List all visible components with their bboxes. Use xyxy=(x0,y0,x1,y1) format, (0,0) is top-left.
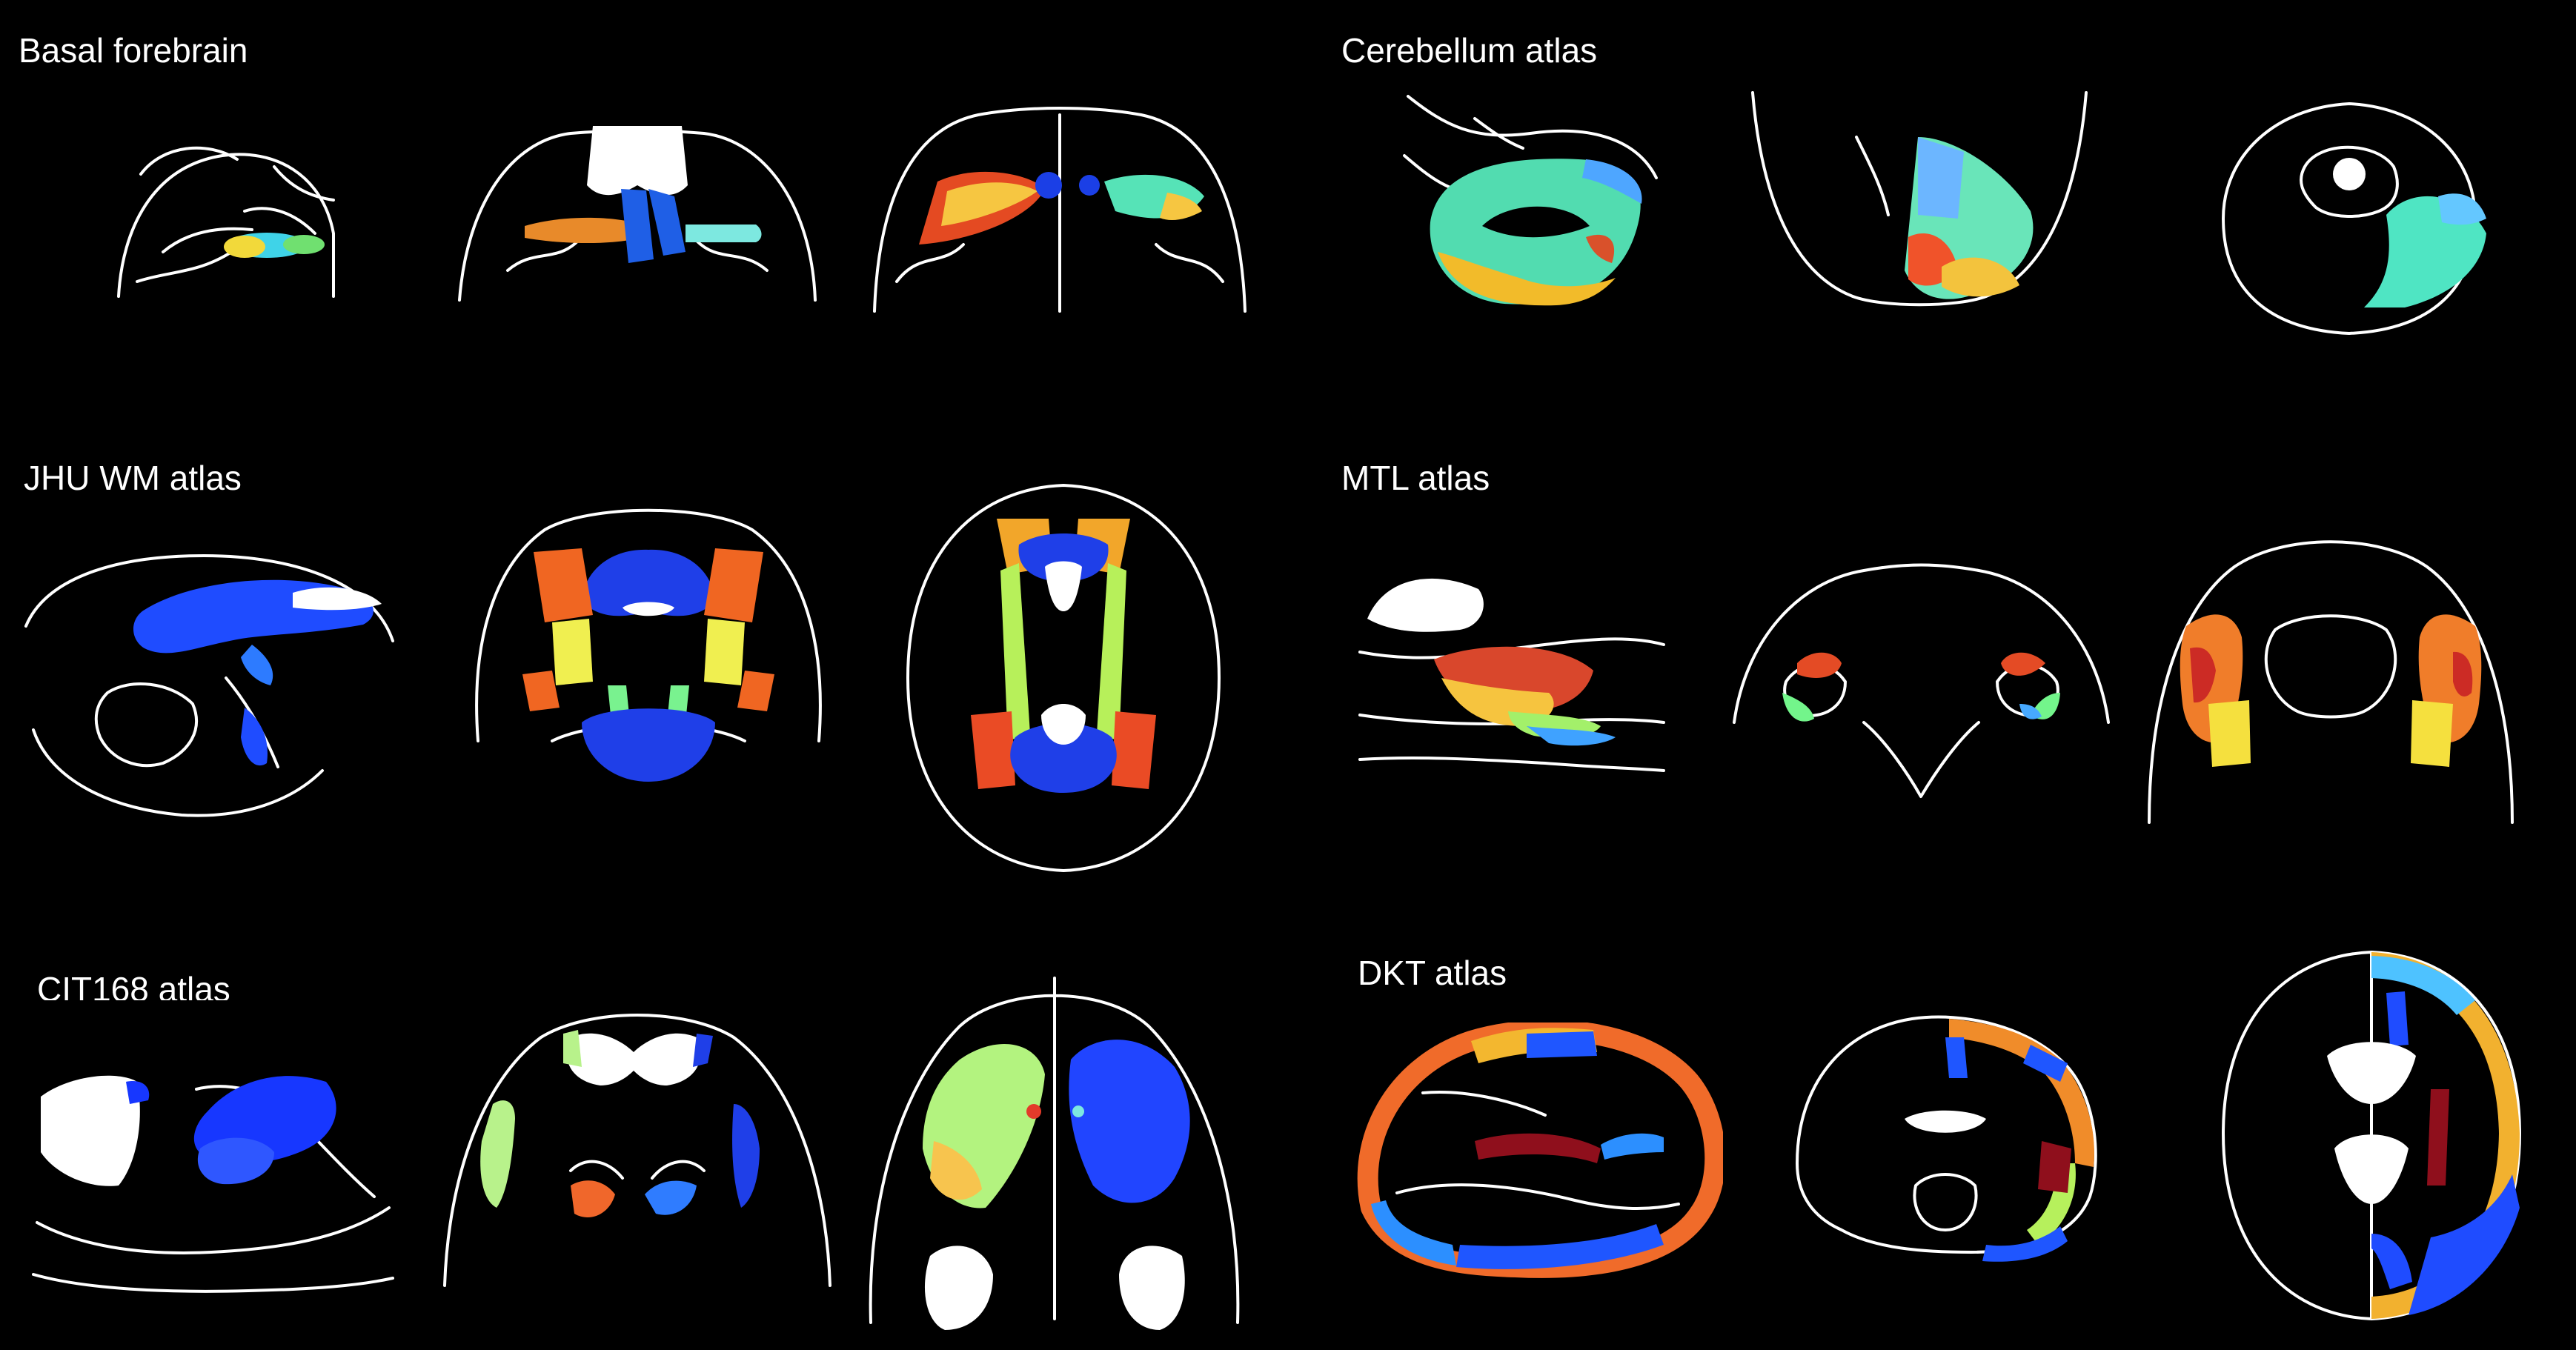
panel-title: DKT atlas xyxy=(1358,954,1507,992)
atlas-region xyxy=(480,1100,515,1208)
atlas-region xyxy=(2386,991,2409,1046)
atlas-region xyxy=(552,619,593,685)
atlas-region xyxy=(2001,652,2045,676)
mtl-axial-slice xyxy=(2138,519,2523,834)
atlas-region xyxy=(621,189,654,263)
atlas-region xyxy=(686,225,762,242)
atlas-region xyxy=(941,182,1038,226)
atlas-region xyxy=(283,235,325,254)
atlas-region xyxy=(2208,700,2251,767)
atlas-region xyxy=(2411,700,2453,767)
atlas-region xyxy=(126,1081,150,1104)
atlas-region xyxy=(704,548,763,622)
atlas-region xyxy=(737,671,774,711)
atlas-region xyxy=(522,671,560,711)
cit-sagittal-slice xyxy=(26,1000,396,1297)
atlas-region xyxy=(1097,563,1126,741)
panel-title: JHU WM atlas xyxy=(24,459,242,497)
dkt-sagittal-slice xyxy=(1352,1023,1723,1282)
jhu-sagittal-slice xyxy=(19,537,404,830)
atlas-region xyxy=(2019,704,2042,719)
atlas-region xyxy=(241,708,268,766)
atlas-region xyxy=(1945,1037,1968,1078)
atlas-region xyxy=(525,217,634,244)
cit-axial-slice xyxy=(856,963,1252,1334)
atlas-region xyxy=(1079,175,1100,196)
atlas-region xyxy=(1527,1031,1597,1058)
atlas-region xyxy=(2038,1141,2071,1193)
mtl-coronal-slice xyxy=(1727,552,2116,800)
atlas-region xyxy=(1035,172,1062,199)
atlas-region xyxy=(241,645,273,685)
atlas-region xyxy=(648,189,686,256)
atlas-region xyxy=(1527,726,1616,746)
atlas-region xyxy=(582,708,715,782)
atlas-region xyxy=(732,1104,760,1208)
atlas-region xyxy=(1982,1226,2068,1262)
atlas-region xyxy=(224,236,265,258)
basal-sagittal-slice xyxy=(111,115,341,315)
atlas-region xyxy=(1601,1133,1664,1160)
atlas-region xyxy=(1000,563,1030,741)
atlas-region xyxy=(645,1180,697,1215)
dkt-coronal-slice xyxy=(1786,1008,2105,1274)
jhu-axial-slice xyxy=(889,474,1238,882)
atlas-region xyxy=(582,549,715,616)
dkt-axial-slice xyxy=(2208,941,2534,1326)
atlas-region xyxy=(1475,1133,1601,1163)
atlas-region xyxy=(693,1034,713,1067)
atlas-region xyxy=(2023,1045,2068,1082)
panel-title: MTL atlas xyxy=(1341,459,1490,497)
atlas-region xyxy=(2371,956,2475,1015)
atlas-region xyxy=(1586,234,1615,263)
atlas-region xyxy=(563,1030,582,1067)
atlas-region xyxy=(1942,257,2019,297)
atlas-region xyxy=(1010,723,1117,793)
atlas-region xyxy=(534,548,593,622)
atlas-region xyxy=(1782,693,1814,722)
atlas-region xyxy=(1160,193,1202,220)
atlas-region xyxy=(2427,1089,2449,1186)
atlas-region xyxy=(1456,1224,1664,1269)
cerebellum-axial-slice xyxy=(2194,85,2505,345)
atlas-region xyxy=(2438,193,2486,225)
atlas-region xyxy=(1582,159,1642,204)
atlas-region xyxy=(1371,1200,1456,1266)
panel-title: Cerebellum atlas xyxy=(1341,31,1598,70)
atlas-region xyxy=(197,1137,274,1185)
jhu-coronal-slice xyxy=(463,496,834,837)
atlas-region xyxy=(1949,1019,2094,1167)
atlas-region xyxy=(2409,1174,2520,1315)
panel-title: Basal forebrain xyxy=(19,31,248,70)
atlas-region xyxy=(2453,651,2473,696)
atlas-region xyxy=(1069,1040,1190,1203)
cerebellum-sagittal-slice xyxy=(1393,89,1667,311)
atlas-region xyxy=(1918,137,1964,219)
atlas-region xyxy=(1112,711,1156,789)
atlas-region xyxy=(571,1180,615,1217)
basal-coronal-slice xyxy=(452,115,823,315)
atlas-region xyxy=(1438,252,1616,306)
atlas-region xyxy=(1018,533,1109,582)
atlas-region xyxy=(930,1141,982,1200)
atlas-region xyxy=(704,619,745,685)
atlas-region xyxy=(1797,652,1842,678)
basal-axial-slice xyxy=(867,104,1252,319)
atlas-region xyxy=(2190,647,2216,703)
cerebellum-coronal-slice xyxy=(1742,85,2097,311)
cit-coronal-slice xyxy=(437,993,837,1297)
atlas-region xyxy=(971,711,1015,789)
atlas-region xyxy=(2371,1234,2412,1289)
mtl-sagittal-slice xyxy=(1352,559,1667,800)
